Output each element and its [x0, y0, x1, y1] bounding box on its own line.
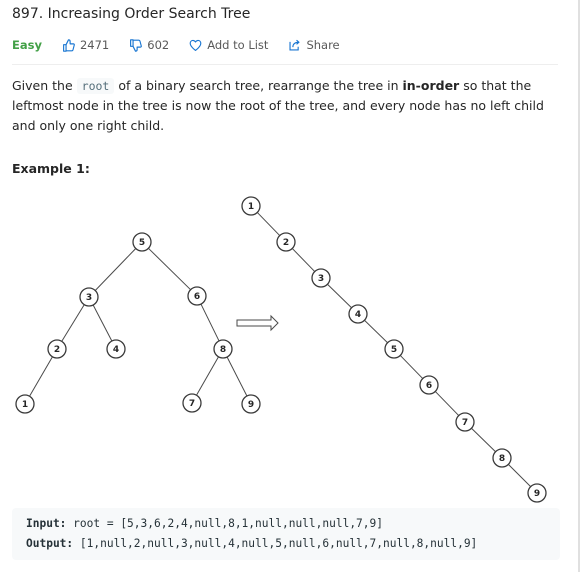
example-heading: Example 1: — [12, 161, 90, 176]
tree-node-label: 6 — [426, 381, 432, 391]
output-label: Output: — [26, 537, 74, 550]
description-bold: in-order — [402, 78, 460, 93]
example-input-line: Input: root = [5,3,6,2,4,null,8,1,null,n… — [26, 517, 383, 530]
result-chain-node-7: 7 — [455, 412, 475, 432]
result-chain-node-2: 2 — [276, 232, 296, 252]
thumbs-down-icon — [130, 38, 143, 52]
tree-edge — [226, 356, 248, 397]
tree-edge — [364, 319, 388, 344]
result-chain-node-6: 6 — [419, 375, 439, 395]
original-tree-node-3: 3 — [79, 287, 99, 307]
share-label: Share — [306, 38, 340, 52]
tree-node-label: 9 — [534, 489, 540, 499]
result-chain-node-9: 9 — [527, 483, 547, 503]
result-chain-node-3: 3 — [311, 268, 331, 288]
description-text: so that the leftmost node in the tree is… — [12, 78, 544, 133]
input-value: root = [5,3,6,2,4,null,8,1,null,null,nul… — [73, 517, 384, 530]
tree-node-label: 8 — [220, 345, 226, 355]
transform-arrow-icon — [236, 314, 279, 332]
tree-node-label: 2 — [54, 345, 60, 355]
dislike-button[interactable]: 602 — [129, 38, 169, 52]
tree-node-label: 8 — [499, 454, 505, 464]
result-chain-node-4: 4 — [348, 304, 368, 324]
tree-edge — [327, 283, 352, 309]
original-tree-node-7: 7 — [182, 393, 202, 413]
tree-node-label: 5 — [139, 238, 145, 248]
problem-title: 897. Increasing Order Search Tree — [12, 6, 251, 22]
original-tree-node-1: 1 — [15, 394, 35, 414]
thumbs-up-icon — [63, 38, 75, 52]
share-button[interactable]: Share — [288, 38, 340, 52]
result-chain-node-1: 1 — [241, 196, 261, 216]
header-divider — [12, 64, 558, 65]
tree-node-label: 4 — [355, 310, 361, 320]
tree-node-label: 5 — [391, 345, 397, 355]
tree-edge — [508, 464, 531, 487]
original-tree-node-6: 6 — [187, 286, 207, 306]
tree-node-label: 1 — [22, 400, 28, 410]
problem-description: Given the root of a binary search tree, … — [12, 76, 564, 136]
add-to-list-button[interactable]: Add to List — [189, 38, 268, 52]
result-chain-node-5: 5 — [384, 339, 404, 359]
like-count: 2471 — [79, 38, 110, 52]
tree-edge — [61, 304, 85, 342]
dislike-count: 602 — [147, 38, 170, 52]
tree-node-label: 6 — [194, 292, 200, 302]
original-tree-node-4: 4 — [106, 339, 126, 359]
original-tree-node-8: 8 — [213, 339, 233, 359]
share-icon — [289, 39, 300, 51]
tree-edge — [148, 247, 191, 291]
tree-edge — [92, 304, 113, 342]
example-io-block: Input: root = [5,3,6,2,4,null,8,1,null,n… — [12, 508, 560, 560]
tree-node-label: 7 — [189, 399, 195, 409]
tree-node-label: 9 — [248, 400, 254, 410]
difficulty-label: Easy — [12, 38, 42, 52]
tree-node-label: 2 — [283, 238, 289, 248]
original-tree-node-2: 2 — [47, 339, 67, 359]
result-chain-node-8: 8 — [492, 448, 512, 468]
like-button[interactable]: 2471 — [62, 38, 109, 52]
heart-icon — [189, 39, 202, 51]
tree-node-label: 4 — [113, 345, 119, 355]
description-text: Given the — [12, 78, 77, 93]
tree-node-label: 3 — [318, 274, 324, 284]
panel-divider[interactable] — [578, 0, 580, 572]
tree-edge — [434, 391, 460, 416]
example-output-line: Output: [1,null,2,null,3,null,4,null,5,n… — [26, 537, 477, 550]
output-value: [1,null,2,null,3,null,4,null,5,null,6,nu… — [79, 537, 478, 550]
tree-edge — [196, 356, 219, 396]
tree-edge — [29, 356, 53, 397]
problem-meta-bar: Easy 2471 602 Add to List Share — [12, 36, 360, 54]
tree-edge — [94, 248, 137, 291]
original-tree-node-9: 9 — [241, 394, 261, 414]
tree-edge — [256, 212, 281, 236]
tree-node-label: 3 — [86, 293, 92, 303]
input-label: Input: — [26, 517, 67, 530]
original-tree-node-5: 5 — [132, 232, 152, 252]
tree-edge — [399, 355, 424, 379]
description-text: of a binary search tree, rearrange the t… — [114, 78, 403, 93]
tree-edge — [291, 248, 316, 272]
tree-node-label: 1 — [248, 202, 254, 212]
inline-code-root: root — [76, 78, 115, 94]
add-to-list-label: Add to List — [207, 38, 269, 52]
tree-node-label: 7 — [462, 418, 468, 428]
tree-edge — [471, 427, 496, 453]
tree-edge — [200, 303, 220, 342]
